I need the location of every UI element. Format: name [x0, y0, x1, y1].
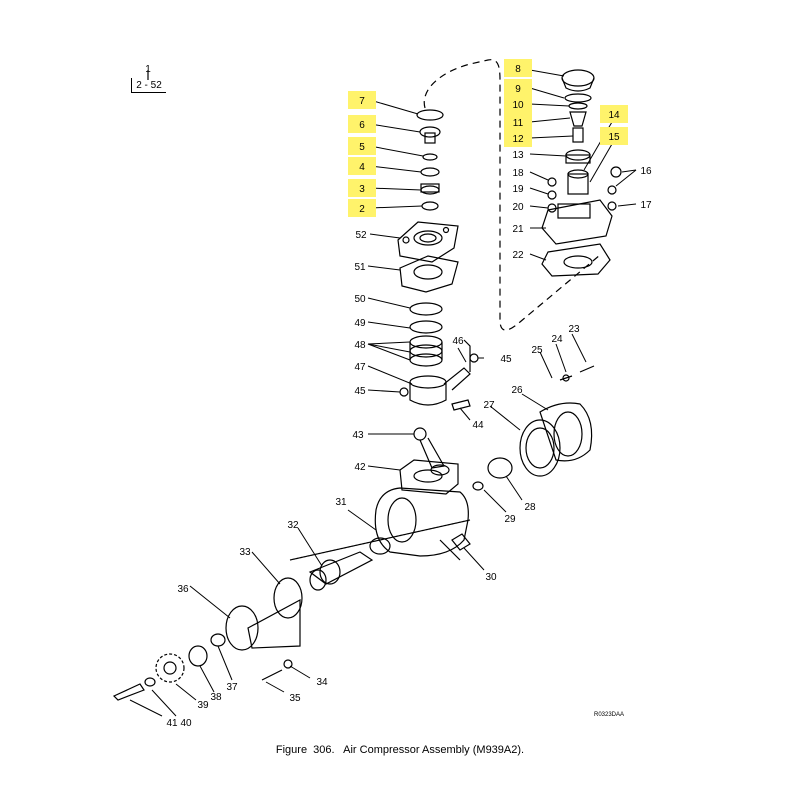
callout-highlight	[348, 199, 376, 217]
drawing-code: R0323DAA	[594, 712, 625, 718]
callout-number: 7	[359, 96, 365, 107]
callout-number: 16	[640, 166, 652, 177]
valve-stack-left	[416, 109, 444, 211]
callout-number: 25	[531, 345, 543, 356]
crankshaft-assembly	[112, 519, 471, 701]
air-line-dashed	[423, 59, 601, 331]
callout-number: 31	[335, 497, 347, 508]
callout-number: 12	[512, 134, 524, 145]
callout-number: 44	[472, 420, 484, 431]
callout-highlight	[348, 91, 376, 109]
crankcase	[374, 459, 469, 561]
callout-number: 18	[512, 168, 524, 179]
callout-number: 35	[289, 693, 301, 704]
callout-number: 11	[513, 118, 524, 129]
callout-number: 20	[512, 202, 524, 213]
callout-number: 41	[166, 718, 178, 729]
callout-number: 5	[359, 142, 365, 153]
callout-number: 8	[515, 64, 521, 75]
callout-number: 13	[512, 150, 524, 161]
callout-number: 42	[354, 462, 366, 473]
callout-highlight	[504, 113, 532, 131]
callout-number: 24	[551, 334, 563, 345]
callout-number: 2	[359, 204, 365, 215]
callout-number: 28	[524, 502, 536, 513]
figure-reference-bottom: 2 - 52	[131, 78, 166, 93]
callout-number: 49	[354, 318, 366, 329]
callout-number: 33	[239, 547, 251, 558]
callout-number: 52	[355, 230, 367, 241]
callout-highlight	[348, 157, 376, 175]
end-cover-26	[472, 365, 595, 491]
callout-number: 17	[640, 200, 652, 211]
callout-number: 32	[287, 520, 299, 531]
callout-number: 51	[354, 262, 366, 273]
wrist-pin-44	[451, 399, 471, 411]
figure-caption: Figure 306. Air Compressor Assembly (M93…	[275, 744, 525, 756]
callout-number: 37	[226, 682, 238, 693]
callout-number: 29	[504, 514, 516, 525]
callout-highlight	[504, 79, 532, 97]
unloader-valve-stack-right	[541, 69, 622, 277]
callout-number: 21	[512, 224, 524, 235]
callout-number: 15	[608, 132, 620, 143]
callout-number: 19	[512, 184, 524, 195]
callout-number: 22	[512, 250, 524, 261]
callout-highlight	[600, 105, 628, 123]
piston-rings	[409, 320, 443, 367]
figure-reference-top: 1	[145, 64, 151, 75]
callout-highlight	[348, 179, 376, 197]
callout-number: 30	[485, 572, 497, 583]
gasket-51	[399, 255, 459, 293]
cylinder-head-52	[397, 221, 459, 263]
callout-number: 40	[180, 718, 192, 729]
callout-number: 26	[511, 385, 523, 396]
callout-number: 6	[359, 120, 365, 131]
callout-highlight	[348, 115, 376, 133]
callout-number: 46	[452, 336, 464, 347]
callout-number: 23	[568, 324, 580, 335]
callout-number: 14	[608, 110, 620, 121]
callout-number: 3	[359, 184, 365, 195]
callout-highlight	[504, 59, 532, 77]
callout-number: 38	[210, 692, 222, 703]
callout-highlight	[348, 137, 376, 155]
callout-highlight	[504, 129, 532, 147]
connecting-rod-43	[413, 427, 450, 476]
callout-number: 9	[515, 84, 521, 95]
callout-number: 45	[500, 354, 512, 365]
callout-number: 10	[512, 100, 524, 111]
callout-number: 36	[177, 584, 189, 595]
callout-labels: 7654325251504948474645454443428910111213…	[166, 59, 652, 729]
callout-highlight	[600, 127, 628, 145]
callout-number: 34	[316, 677, 328, 688]
callout-number: 43	[352, 430, 364, 441]
ring-50	[409, 302, 443, 316]
callout-number: 47	[354, 362, 366, 373]
callout-number: 50	[354, 294, 366, 305]
callout-number: 27	[483, 400, 495, 411]
leader-lines	[129, 69, 637, 717]
callout-highlight	[504, 95, 532, 113]
fitting-30	[451, 533, 471, 551]
callout-number: 39	[197, 700, 209, 711]
piston-47	[399, 339, 479, 406]
callout-number: 45	[354, 386, 366, 397]
callout-number: 48	[354, 340, 366, 351]
callout-number: 4	[359, 162, 365, 173]
